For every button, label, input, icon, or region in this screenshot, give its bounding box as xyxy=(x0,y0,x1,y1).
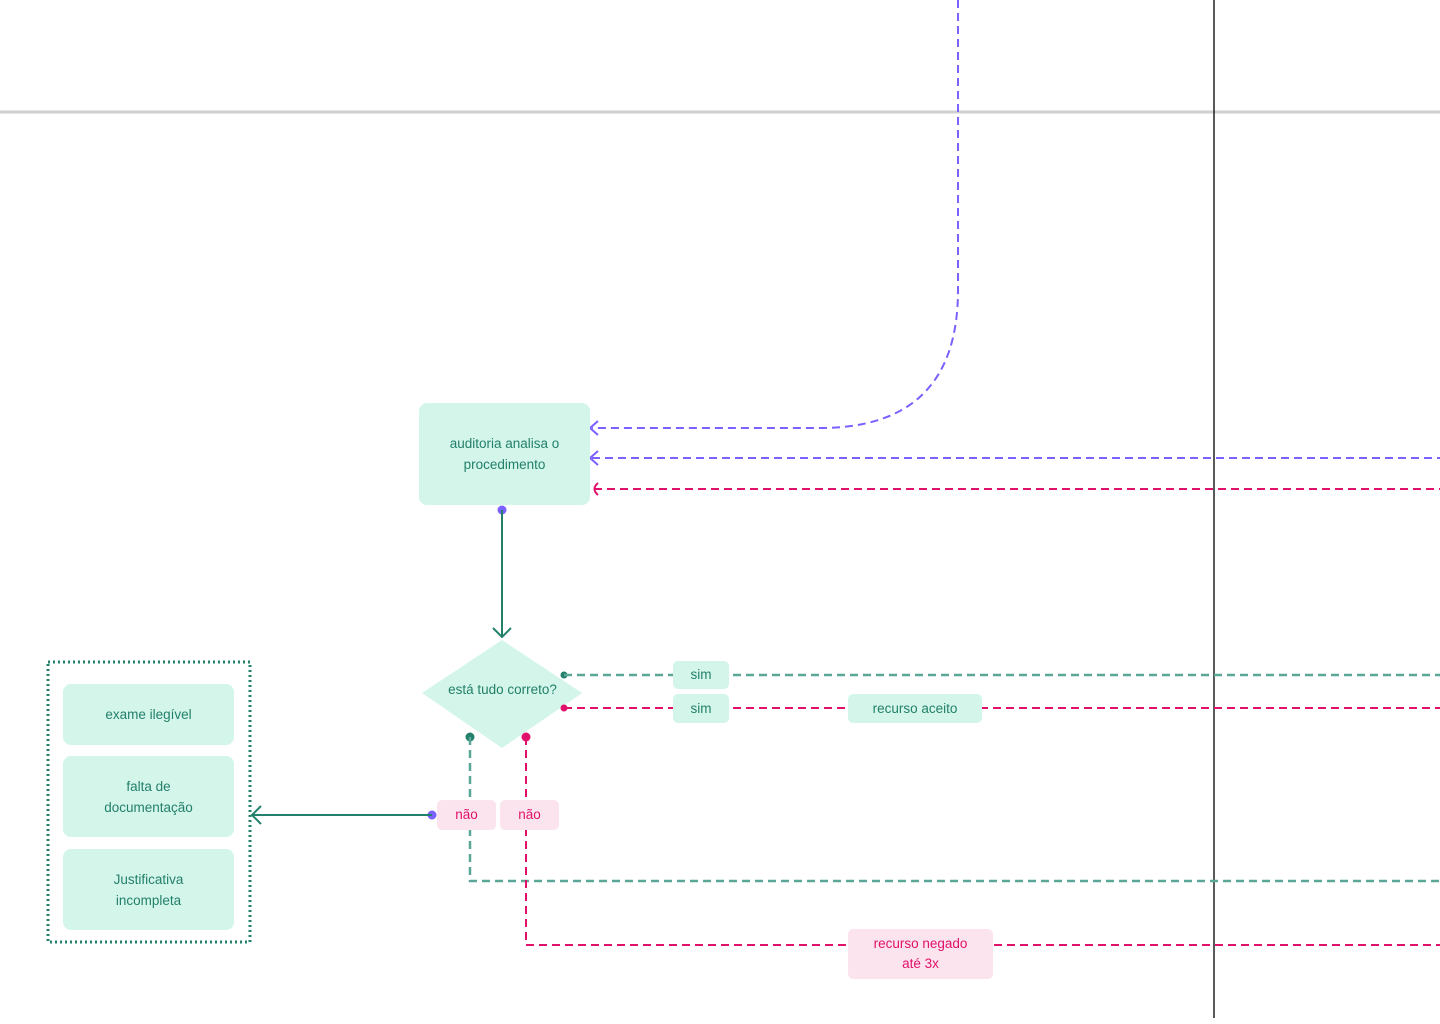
node-reason-label: falta de documentação xyxy=(104,778,193,815)
node-reason-incomplete[interactable]: Justificativa incompleta xyxy=(63,849,234,930)
node-reason-label: Justificativa incompleta xyxy=(113,871,184,908)
arrowhead-icon xyxy=(588,420,599,436)
label-nao-pink: não xyxy=(500,800,559,830)
label-nao-green: não xyxy=(437,800,496,830)
label-sim-green: sim xyxy=(673,661,729,689)
label-recurso-aceito: recurso aceito xyxy=(848,694,982,723)
connector-nao-green[interactable] xyxy=(468,737,1440,883)
node-reason-illegible[interactable]: exame ilegível xyxy=(63,684,234,745)
arrowhead-icon xyxy=(593,482,599,496)
label-recurso-negado: recurso negado até 3x xyxy=(848,929,993,979)
node-audit[interactable]: auditoria analisa o procedimento xyxy=(419,403,590,505)
arrowhead-icon xyxy=(250,805,262,825)
node-reason-label: exame ilegível xyxy=(105,707,192,722)
arrowhead-icon xyxy=(492,627,512,639)
node-audit-label: auditoria analisa o procedimento xyxy=(449,436,560,472)
reasons-group-border xyxy=(46,660,252,944)
label-sim-pink: sim xyxy=(673,694,729,723)
connector-purple-curve[interactable] xyxy=(592,0,959,429)
decision-label: está tudo correto? xyxy=(448,682,557,697)
arrowhead-icon xyxy=(588,450,599,466)
node-reason-missing-docs[interactable]: falta de documentação xyxy=(63,756,234,837)
connector-nao-pink[interactable] xyxy=(525,737,1440,946)
decision-diamond[interactable] xyxy=(422,640,582,748)
